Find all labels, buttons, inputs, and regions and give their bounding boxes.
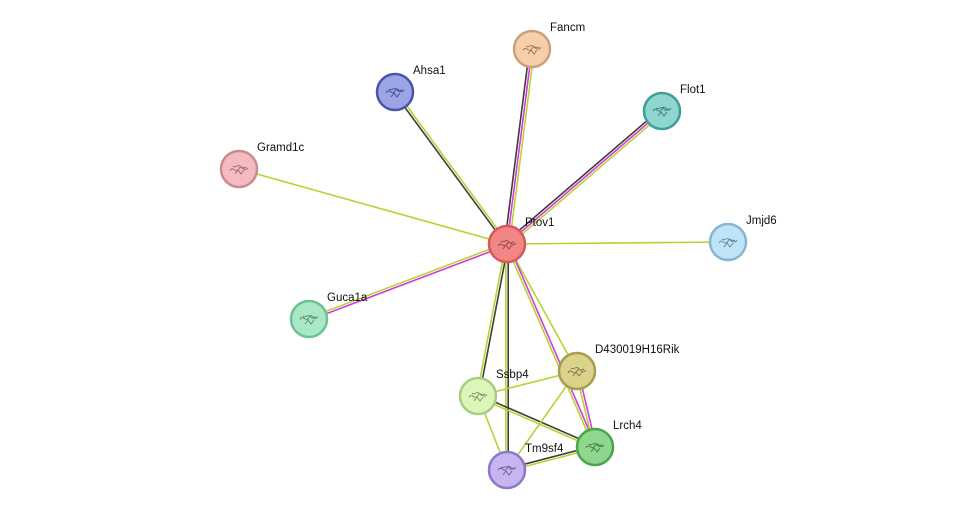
node-label: Guca1a [327, 292, 368, 304]
protein-structure-icon [652, 106, 672, 117]
edge-Ptov1-Fancm [503, 48, 536, 245]
edge-Ptov1-Lrch4 [505, 243, 597, 448]
protein-structure-icon [585, 443, 605, 453]
nodes-layer: Ptov1 FancmAhsa1Flot1Gramd1cJmjd6Guca1aD4… [219, 22, 777, 490]
edge-line [506, 243, 578, 372]
node-gramd1c[interactable]: Gramd1c [219, 142, 305, 189]
node-label: Lrch4 [613, 420, 642, 432]
edge-line [308, 242, 507, 319]
node-flot1[interactable]: Flot1 [642, 84, 706, 131]
edge-line [478, 244, 509, 397]
protein-structure-icon [299, 315, 319, 325]
edge-Ptov1-Ahsa1 [393, 90, 509, 246]
protein-structure-icon [497, 465, 517, 476]
edge-line [238, 168, 508, 245]
edge-Ptov1-Tm9sf4 [504, 244, 510, 470]
node-label: Flot1 [680, 84, 706, 96]
node-tm9sf4[interactable]: Tm9sf4 [487, 443, 564, 490]
edge-Ptov1-Gramd1c [238, 168, 508, 245]
edge-line [504, 108, 661, 243]
node-label: Ptov1 [525, 217, 554, 229]
node-fancm[interactable]: Fancm [512, 22, 585, 69]
edge-line [506, 110, 663, 245]
node-ptov1[interactable]: Ptov1 [487, 217, 554, 264]
protein-structure-icon [718, 238, 738, 248]
edge-line [508, 112, 665, 247]
node-label: Jmjd6 [746, 215, 777, 227]
edge-Ptov1-Guca1a [308, 242, 508, 321]
node-ssbp4[interactable]: Ssbp4 [458, 369, 529, 416]
node-jmjd6[interactable]: Jmjd6 [708, 215, 777, 262]
node-label: Tm9sf4 [525, 443, 564, 455]
node-label: Gramd1c [257, 142, 305, 154]
node-label: Ssbp4 [496, 369, 529, 381]
edge-line [506, 370, 578, 471]
protein-structure-icon [229, 165, 249, 175]
node-circle[interactable] [487, 450, 527, 490]
edge-line [395, 90, 509, 244]
edge-line [478, 394, 596, 447]
edge-Ptov1-Jmjd6 [506, 241, 729, 245]
edge-line [476, 243, 507, 396]
protein-structure-icon [567, 367, 587, 377]
node-guca1a[interactable]: Guca1a [289, 292, 368, 339]
node-label: Fancm [550, 22, 585, 34]
edge-line [506, 48, 533, 245]
edge-line [508, 49, 536, 245]
node-d430019h16rik[interactable]: D430019H16Rik [557, 344, 680, 391]
edge-line [506, 241, 729, 245]
protein-structure-icon [468, 392, 488, 402]
edge-line [505, 244, 595, 448]
edge-D430019H16Rik-Tm9sf4 [506, 370, 578, 471]
protein-structure-icon [385, 88, 405, 98]
edge-line [503, 48, 531, 244]
node-circle[interactable] [575, 427, 615, 467]
node-label: Ahsa1 [413, 65, 446, 77]
edge-line [477, 396, 595, 449]
node-circle[interactable] [375, 72, 415, 112]
edge-Ptov1-D430019H16Rik [506, 243, 578, 372]
node-ahsa1[interactable]: Ahsa1 [375, 65, 446, 112]
edge-line [309, 244, 508, 321]
edge-line [507, 243, 597, 447]
protein-structure-icon [522, 45, 542, 55]
protein-structure-icon [497, 240, 517, 250]
node-circle[interactable] [289, 299, 329, 339]
node-circle[interactable] [642, 91, 682, 131]
edge-Ptov1-Ssbp4 [476, 243, 509, 397]
edge-Ssbp4-Lrch4 [477, 394, 596, 449]
node-label: D430019H16Rik [595, 344, 680, 356]
edge-line [393, 92, 507, 246]
edge-Ptov1-Flot1 [504, 108, 665, 247]
node-lrch4[interactable]: Lrch4 [575, 420, 642, 467]
